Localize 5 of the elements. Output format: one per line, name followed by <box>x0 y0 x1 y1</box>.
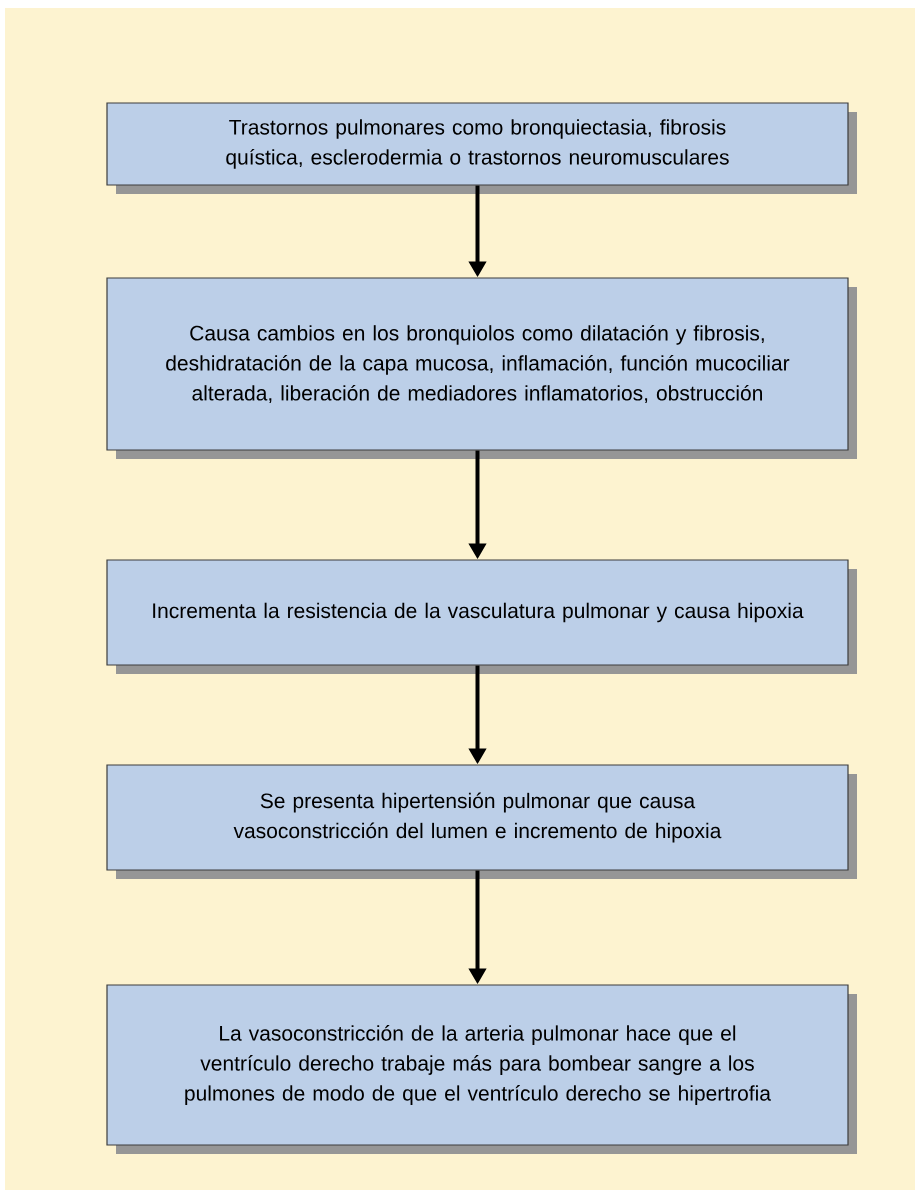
process-box: Se presenta hipertensión pulmonar que causa vasoconstricción del lumen e incremento de hipoxia <box>106 764 849 871</box>
process-box: Incrementa la resistencia de la vasculatura pulmonar y causa hipoxia <box>106 559 849 666</box>
process-box: Causa cambios en los bronquiolos como dilatación y fibrosis, deshidratación de la capa mucosa, inflamación, función mucociliar alterada, liberación de mediadores inflamatorios, obstrucción <box>106 277 849 451</box>
process-box: La vasoconstricción de la arteria pulmonar hace que el ventrículo derecho trabaje más para bombear sangre a los pulmones de modo de que el ventrículo derecho se hipertrofia <box>106 984 849 1146</box>
process-box: Trastornos pulmonares como bronquiectasia, fibrosis quística, esclerodermia o trastornos neuromusculares <box>106 102 849 186</box>
